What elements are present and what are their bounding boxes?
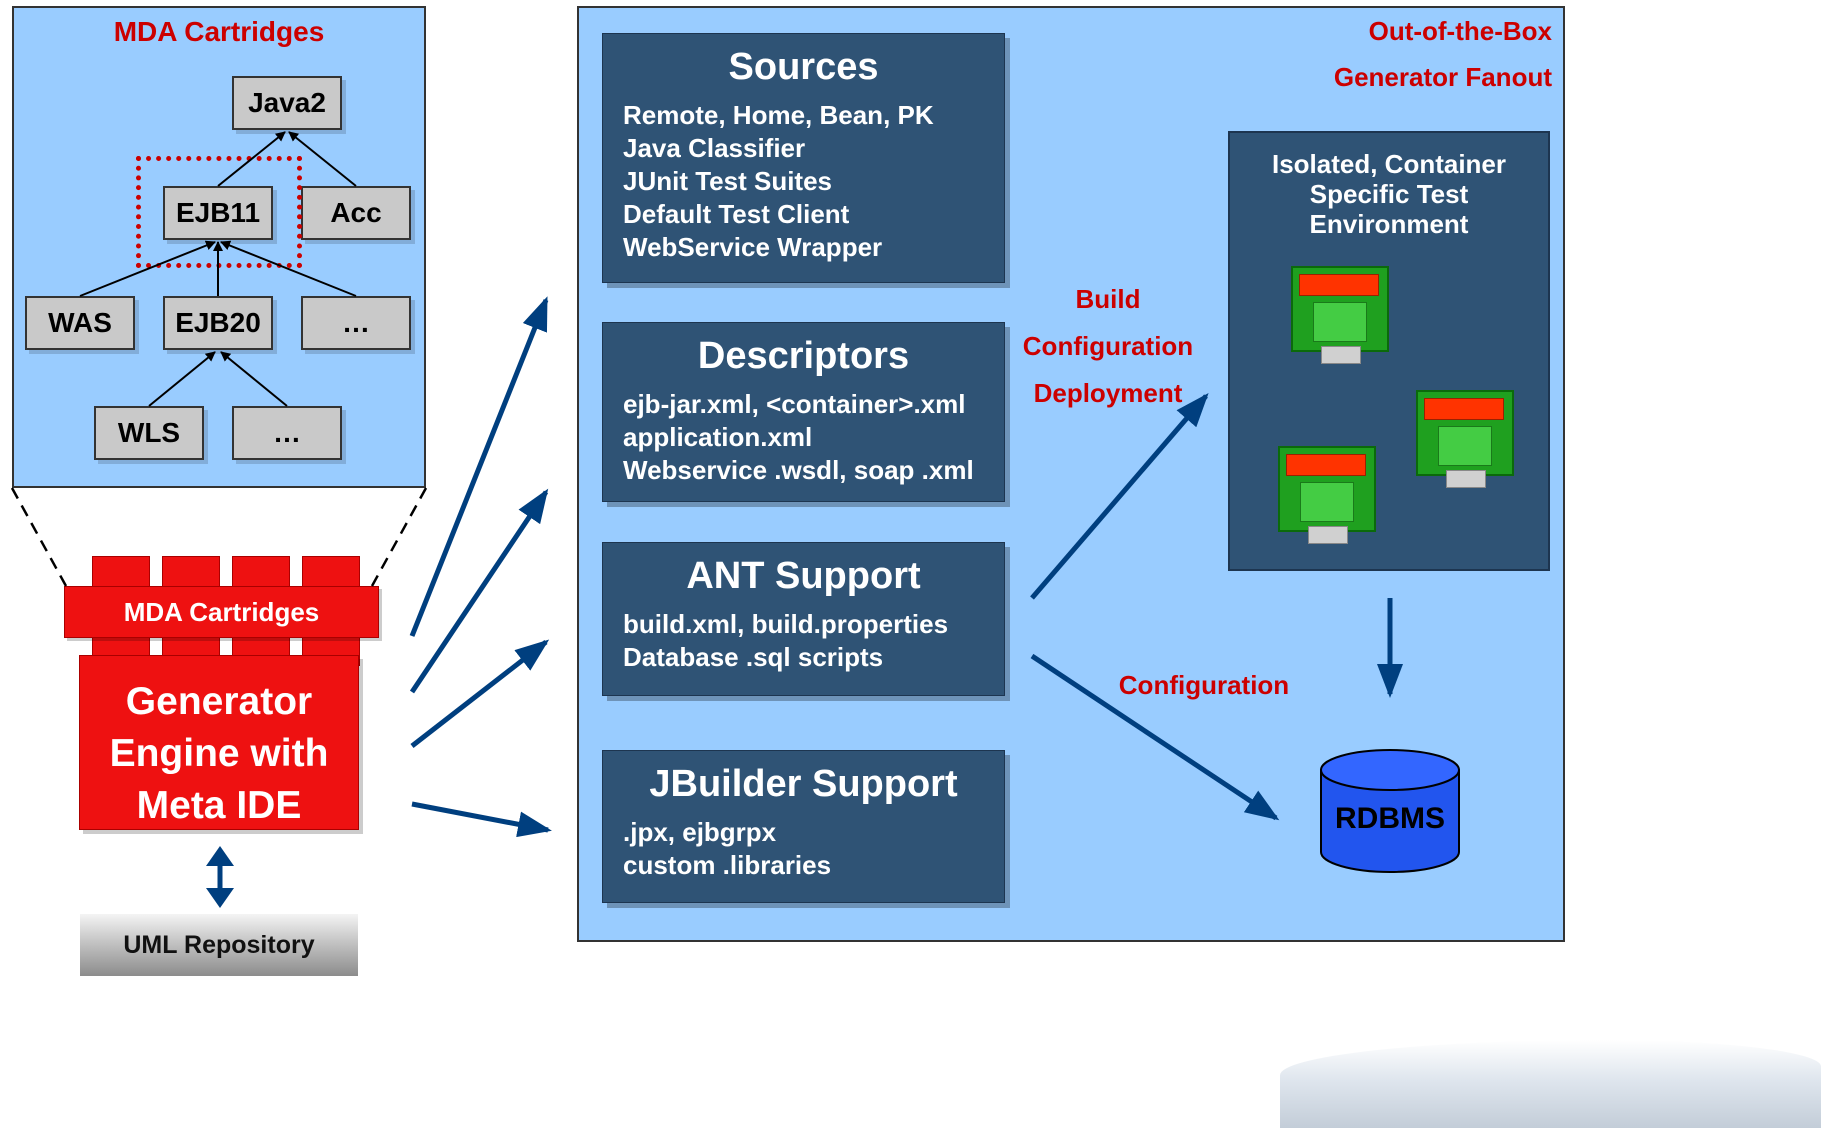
cartridge-panel-title: MDA Cartridges	[113, 16, 325, 47]
cartridge-wls[interactable]: WLS	[94, 406, 204, 460]
generator-engine-label: Generator Engine with Meta IDE	[79, 676, 359, 832]
fanout-arrow-jbuilder	[411, 801, 552, 838]
rdbms-cylinder-top	[1320, 749, 1460, 791]
background-sky-decoration	[1280, 1040, 1821, 1128]
deploy-arrow-test-env	[1030, 392, 1209, 600]
ant-support-line-2: Database .sql scripts	[623, 642, 884, 672]
jbuilder-support-title: JBuilder Support	[649, 763, 958, 805]
uml-repository[interactable]: UML Repository	[80, 914, 358, 976]
build-label: Build	[1075, 284, 1141, 314]
generator-engine-block[interactable]	[79, 655, 359, 830]
mda-cartridges-bar-label: MDA Cartridges	[123, 597, 320, 627]
sources-line-4: Default Test Client	[623, 199, 850, 229]
sources-box[interactable]: Sources Remote, Home, Bean, PK Java Clas…	[602, 33, 1005, 283]
tree-arrow-ejb11-java2	[217, 131, 286, 187]
rdbms-cylinder-body	[1320, 769, 1460, 873]
test-environment-line-1: Isolated, Container	[1271, 149, 1507, 179]
fanout-title-line-1: Out-of-the-Box	[1368, 16, 1552, 46]
fanout-arrow-descriptors	[409, 488, 549, 694]
sources-line-3: JUnit Test Suites	[623, 166, 833, 196]
sources-line-2: Java Classifier	[623, 133, 806, 163]
uml-link-arrowhead-up	[206, 846, 234, 866]
ant-support-title: ANT Support	[686, 555, 921, 597]
ant-support-line-1: build.xml, build.properties	[623, 609, 949, 639]
ant-support-box[interactable]: ANT Support build.xml, build.properties …	[602, 542, 1005, 696]
cartridge-was[interactable]: WAS	[25, 296, 135, 350]
tree-arrow-was-ejb11	[79, 240, 216, 297]
tree-arrow-more2-ejb20	[220, 351, 288, 407]
sources-title: Sources	[728, 46, 879, 88]
container-server-icon-1	[1291, 266, 1391, 366]
container-server-icon-2	[1416, 390, 1516, 490]
descriptors-box[interactable]: Descriptors ejb-jar.xml, <container>.xml…	[602, 322, 1005, 502]
cartridge-acc[interactable]: Acc	[301, 186, 411, 240]
configuration-label: Configuration	[1118, 670, 1290, 700]
config-arrow-rdbms	[1030, 653, 1280, 821]
generator-engine-line-2: Engine with	[109, 732, 329, 775]
descriptors-line-3: Webservice .wsdl, soap .xml	[623, 455, 974, 485]
cartridge-ejb11[interactable]: EJB11	[163, 186, 273, 240]
container-server-icon-3	[1278, 446, 1378, 546]
descriptors-line-2: application.xml	[623, 422, 813, 452]
jbuilder-support-line-1: .jpx, ejbgrpx	[623, 817, 777, 847]
descriptors-line-1: ejb-jar.xml, <container>.xml	[623, 389, 966, 419]
generator-engine-line-3: Meta IDE	[136, 784, 302, 827]
uml-link-arrowhead-down	[206, 888, 234, 908]
cartridge-java2[interactable]: Java2	[232, 76, 342, 130]
deployment-label: Deployment	[1033, 378, 1183, 408]
tree-arrow-acc-java2	[288, 131, 357, 187]
zoom-line-left	[10, 487, 68, 587]
sources-line-5: WebService Wrapper	[623, 232, 883, 262]
cartridge-more-1[interactable]: …	[301, 296, 411, 350]
test-environment-line-2: Specific Test	[1309, 179, 1469, 209]
build-configuration-label: Configuration	[1022, 331, 1194, 361]
test-environment-box[interactable]: Isolated, Container Specific Test Enviro…	[1228, 131, 1550, 571]
fanout-arrow-ant	[410, 639, 550, 748]
cartridge-ejb20[interactable]: EJB20	[163, 296, 273, 350]
jbuilder-support-line-2: custom .libraries	[623, 850, 832, 880]
fanout-title-line-2: Generator Fanout	[1333, 62, 1552, 92]
jbuilder-support-box[interactable]: JBuilder Support .jpx, ejbgrpx custom .l…	[602, 750, 1005, 903]
tree-arrow-wls-ejb20	[148, 351, 216, 407]
zoom-line-right	[370, 487, 428, 587]
test-environment-line-3: Environment	[1309, 209, 1469, 239]
sources-line-1: Remote, Home, Bean, PK	[623, 100, 934, 130]
tree-arrow-more-ejb11	[220, 240, 357, 297]
fanout-arrow-sources	[409, 296, 549, 637]
descriptors-title: Descriptors	[697, 335, 910, 377]
mda-cartridges-bar[interactable]	[64, 586, 379, 638]
rdbms-label: RDBMS	[1335, 802, 1445, 835]
generator-engine-line-1: Generator	[125, 680, 313, 723]
cartridge-more-2[interactable]: …	[232, 406, 342, 460]
